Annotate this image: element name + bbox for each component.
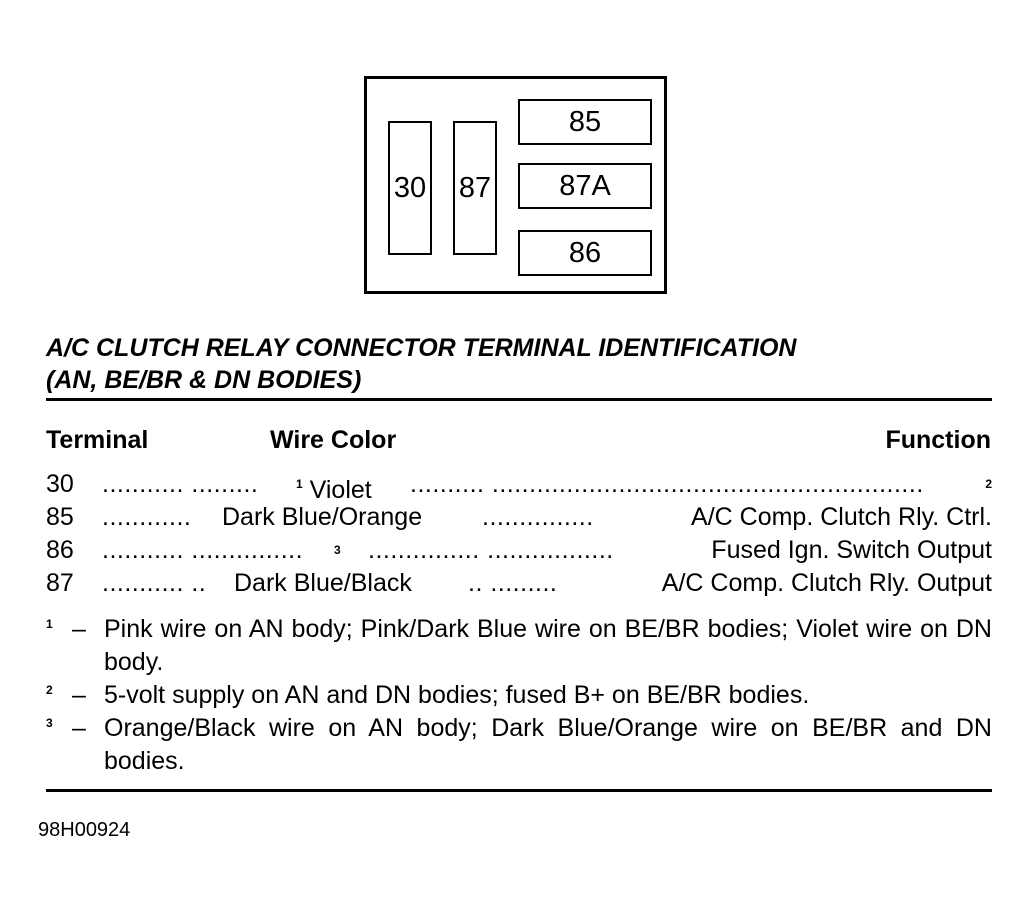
footnote-dash: – (72, 681, 86, 709)
row-function: A/C Comp. Clutch Rly. Ctrl. (691, 503, 992, 531)
table-row: 30 ........... ......... 1 Violet ......… (46, 468, 992, 504)
row-function: Fused Ign. Switch Output (711, 536, 992, 564)
footnote-1: 1 – Pink wire on AN body; Pink/Dark Blue… (46, 613, 992, 679)
row-wire-color: 3 (334, 534, 341, 573)
header-function: Function (885, 426, 991, 454)
row-leader-dots: ............... (482, 503, 594, 531)
row-leader-dots: ........... .. (102, 569, 207, 597)
terminal-86-box: 86 (518, 230, 652, 276)
row-leader-dots: ........... ......... (102, 470, 259, 498)
terminal-30-box: 30 (388, 121, 432, 255)
row-function: A/C Comp. Clutch Rly. Output (661, 569, 992, 597)
row-leader-dots: ............... ................. (368, 536, 614, 564)
header-terminal: Terminal (46, 426, 149, 454)
table-row: 85 ............ Dark Blue/Orange .......… (46, 501, 992, 534)
header-wire-color: Wire Color (270, 426, 397, 454)
table-title: A/C CLUTCH RELAY CONNECTOR TERMINAL IDEN… (46, 332, 946, 396)
footnote-text: Orange/Black wire on AN body; Dark Blue/… (104, 714, 992, 775)
row-leader-dots: ........... ............... (102, 536, 304, 564)
terminal-87a-box: 87A (518, 163, 652, 209)
footnote-dash: – (72, 615, 86, 643)
bottom-divider (46, 789, 992, 792)
table-row: 87 ........... .. Dark Blue/Black .. ...… (46, 567, 992, 600)
title-line-2: (AN, BE/BR & DN BODIES) (46, 366, 362, 394)
row-wire-color: Dark Blue/Black (234, 569, 412, 597)
terminal-85-box: 85 (518, 99, 652, 145)
row-leader-dots: .......... .............................… (410, 470, 924, 498)
terminal-87-box: 87 (453, 121, 497, 255)
row-terminal: 85 (46, 503, 74, 531)
footnote-mark: 2 (46, 683, 53, 697)
top-divider (46, 398, 992, 401)
figure-code: 98H00924 (38, 819, 131, 841)
row-terminal: 86 (46, 536, 74, 564)
footnote-mark: 1 (46, 617, 53, 631)
footnote-marker: 3 (334, 543, 341, 557)
footnote-text: 5-volt supply on AN and DN bodies; fused… (104, 681, 810, 709)
row-terminal: 87 (46, 569, 74, 597)
footnote-marker: 2 (985, 477, 992, 491)
row-function: 2 (985, 468, 992, 507)
table-row: 86 ........... ............... 3 .......… (46, 534, 992, 567)
footnote-mark: 3 (46, 716, 53, 730)
row-leader-dots: .. ......... (468, 569, 558, 597)
footnote-dash: – (72, 714, 86, 742)
row-terminal: 30 (46, 470, 74, 498)
relay-connector-diagram: 30 87 85 87A 86 (364, 76, 667, 294)
row-wire-color: 1 Violet (296, 476, 372, 504)
footnote-3: 3 – Orange/Black wire on AN body; Dark B… (46, 712, 992, 778)
footnote-marker: 1 (296, 477, 303, 491)
row-wire-color: Dark Blue/Orange (222, 503, 423, 531)
footnote-text: Pink wire on AN body; Pink/Dark Blue wir… (104, 615, 992, 676)
title-line-1: A/C CLUTCH RELAY CONNECTOR TERMINAL IDEN… (46, 334, 797, 362)
footnote-2: 2 – 5-volt supply on AN and DN bodies; f… (46, 679, 992, 712)
row-leader-dots: ............ (102, 503, 192, 531)
